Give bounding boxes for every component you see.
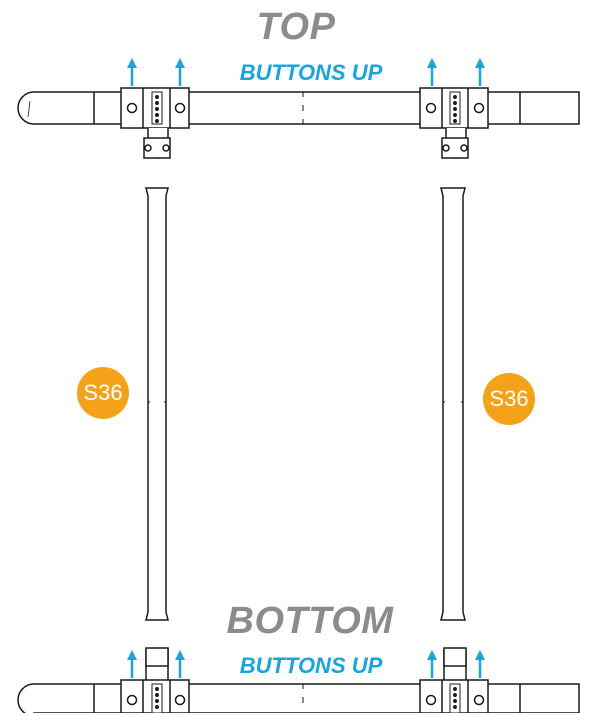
top-subtitle: BUTTONS UP (239, 60, 383, 85)
top-crossbar (17, 87, 580, 159)
bottom-crossbar (17, 647, 580, 713)
part-badge-right: S36 (483, 373, 535, 425)
bottom-subtitle: BUTTONS UP (239, 653, 383, 678)
top-title: TOP (256, 6, 336, 48)
up-arrow-icon (173, 648, 187, 680)
left-bottom-connector (120, 647, 190, 713)
left-t-connector (120, 87, 190, 159)
right-bottom-connector (419, 647, 489, 713)
bottom-title: BOTTOM (226, 600, 394, 642)
left-vertical-tube (145, 187, 169, 621)
up-arrow-icon (473, 56, 487, 88)
right-vertical-tube (440, 187, 466, 621)
up-arrow-icon (125, 648, 139, 680)
up-arrow-icon (425, 56, 439, 88)
right-t-connector (419, 87, 489, 159)
up-arrow-icon (173, 56, 187, 88)
part-badge-left: S36 (77, 367, 129, 419)
up-arrow-icon (473, 648, 487, 680)
up-arrow-icon (125, 56, 139, 88)
up-arrow-icon (425, 648, 439, 680)
